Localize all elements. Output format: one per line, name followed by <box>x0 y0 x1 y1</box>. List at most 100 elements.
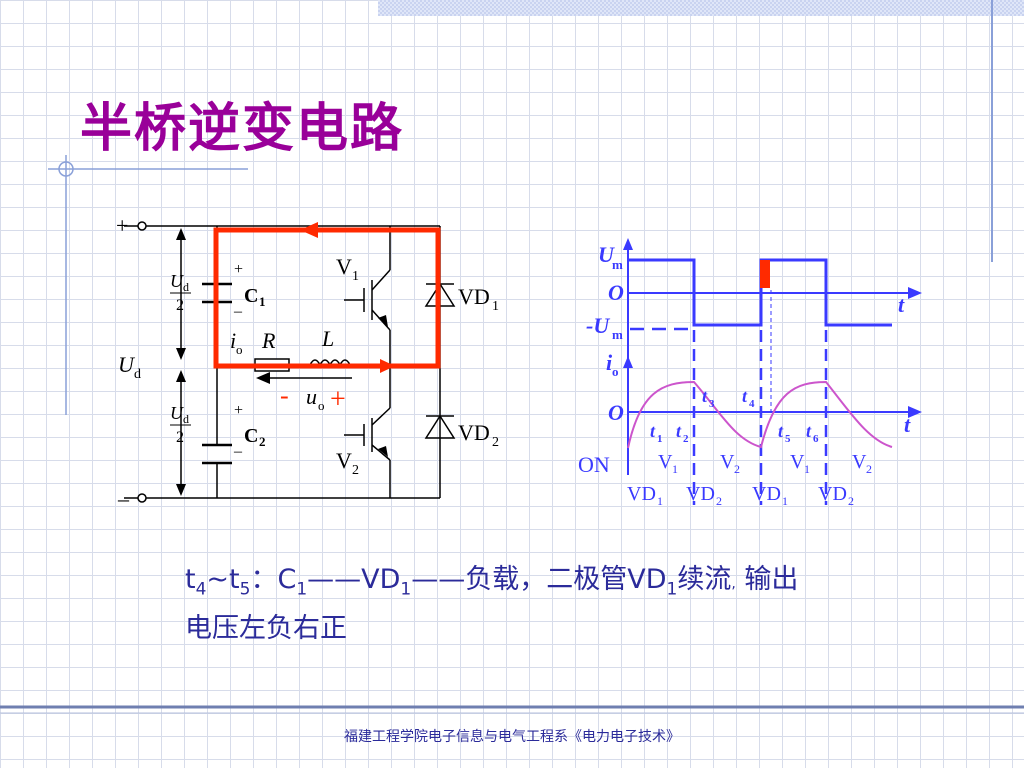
ud-main-label: U <box>118 352 136 377</box>
on-label: ON <box>578 452 610 477</box>
neg-um-sub: m <box>612 327 623 342</box>
io-label: i <box>230 328 236 353</box>
c1-minus: – <box>233 303 243 320</box>
caption-dash-1: —— <box>307 564 362 595</box>
plus-terminal-label: + <box>116 213 128 238</box>
caption-text-3: 输出 <box>744 564 799 595</box>
ud-half-bottom-u: U <box>170 403 184 423</box>
c2-plus: + <box>234 402 243 419</box>
vd2-sub: 2 <box>492 435 499 450</box>
ud-half-top-sub: d <box>183 280 189 294</box>
on-row-3-sub: 2 <box>866 462 872 476</box>
caption-tilde: ~ <box>206 564 230 595</box>
on-row-1: V <box>720 451 735 473</box>
ud-half-top-den: 2 <box>176 297 184 314</box>
on-row-0: V <box>658 451 673 473</box>
caption-colon: ： <box>250 564 278 595</box>
ud-half-bottom-sub: d <box>183 412 189 426</box>
ud-half-top-u: U <box>170 271 184 291</box>
inductor-label: L <box>321 326 334 351</box>
t3-sub: 3 <box>709 398 715 410</box>
neg-um-label: -U <box>586 313 610 338</box>
diode-row-2: VD <box>752 483 781 505</box>
diode-row-1-sub: 2 <box>716 494 722 508</box>
origin-bottom-label: O <box>608 400 624 425</box>
ud-main-sub: d <box>134 367 141 382</box>
diode-row-3: VD <box>818 483 847 505</box>
c1-sub: 1 <box>259 294 266 309</box>
highlight-pulse <box>760 260 770 288</box>
caption-comma: , <box>731 576 736 592</box>
current-loop <box>213 227 441 369</box>
io-axis-label: i <box>606 350 613 375</box>
t5-sub: 5 <box>785 433 791 445</box>
caption-vd-sub: 1 <box>400 579 412 600</box>
caption-t-b: t <box>229 564 240 595</box>
diode-row-0: VD <box>627 483 656 505</box>
on-row-3: V <box>852 451 867 473</box>
vd1-label: VD <box>458 284 490 309</box>
t-axis-top-label: t <box>898 292 905 317</box>
caption-vd-b-sub: 1 <box>666 579 678 600</box>
um-label: U <box>598 242 615 267</box>
vd2-label: VD <box>458 420 490 445</box>
t6-label: t <box>806 421 812 441</box>
ud-half-bottom-den: 2 <box>176 429 184 446</box>
on-row-0-sub: 1 <box>672 462 678 476</box>
t2-sub: 2 <box>683 433 689 445</box>
caption-c-sub: 1 <box>296 579 308 600</box>
uo-plus-sign: + <box>330 384 346 415</box>
caption-vd-b: VD <box>627 564 667 595</box>
caption-text-2: 续流 <box>677 564 732 595</box>
t1-sub: 1 <box>657 433 663 445</box>
decorative-band <box>378 0 1024 16</box>
c2-minus: – <box>233 443 243 460</box>
c1-plus: + <box>234 261 243 278</box>
on-row-2-sub: 1 <box>804 462 810 476</box>
t4-label: t <box>742 386 748 406</box>
t-axis-bottom-label: t <box>904 412 911 437</box>
diode-row-2-sub: 1 <box>782 494 788 508</box>
t5-label: t <box>778 421 784 441</box>
diode-row-1: VD <box>686 483 715 505</box>
t3-label: t <box>702 386 708 406</box>
t1-label: t <box>650 421 656 441</box>
um-sub: m <box>612 257 623 272</box>
caption-text-1: 负载，二极管 <box>465 564 628 595</box>
uo-waveform <box>628 258 892 327</box>
caption-text: t4~t5：C1——VD1——负载，二极管VD1续流, 输出 电压左负右正 <box>185 560 945 649</box>
caption-t-b-sub: 5 <box>239 579 251 600</box>
caption-line-2: 电压左负右正 <box>185 613 347 645</box>
caption-dash-2: —— <box>411 564 466 595</box>
origin-top-label: O <box>608 280 624 305</box>
c1-label: C <box>244 285 258 307</box>
footer-text: 福建工程学院电子信息与电气工程系《电力电子技术》 <box>344 729 680 745</box>
diode-row-3-sub: 2 <box>848 494 854 508</box>
vd1-sub: 1 <box>492 299 499 314</box>
uo-minus-sign: - <box>280 381 289 410</box>
c2-sub: 2 <box>259 434 266 449</box>
caption-t-a-sub: 4 <box>195 579 207 600</box>
c2-label: C <box>244 425 258 447</box>
caption-t-a: t <box>185 564 196 595</box>
v1-sub: 1 <box>352 269 359 284</box>
uo-sub: o <box>318 398 325 413</box>
uo-label: u <box>306 384 317 409</box>
on-row-1-sub: 2 <box>734 462 740 476</box>
caption-c: C <box>277 564 297 595</box>
on-row-2: V <box>790 451 805 473</box>
v1-label: V <box>336 254 352 279</box>
v2-sub: 2 <box>352 463 359 478</box>
t4-sub: 4 <box>749 398 755 410</box>
io-waveform <box>627 380 893 449</box>
t2-label: t <box>676 421 682 441</box>
diode-row-0-sub: 1 <box>657 494 663 508</box>
slide-title: 半桥逆变电路 <box>80 98 405 159</box>
v2-label: V <box>336 448 352 473</box>
caption-vd: VD <box>361 564 401 595</box>
minus-terminal-label: – <box>117 486 130 511</box>
